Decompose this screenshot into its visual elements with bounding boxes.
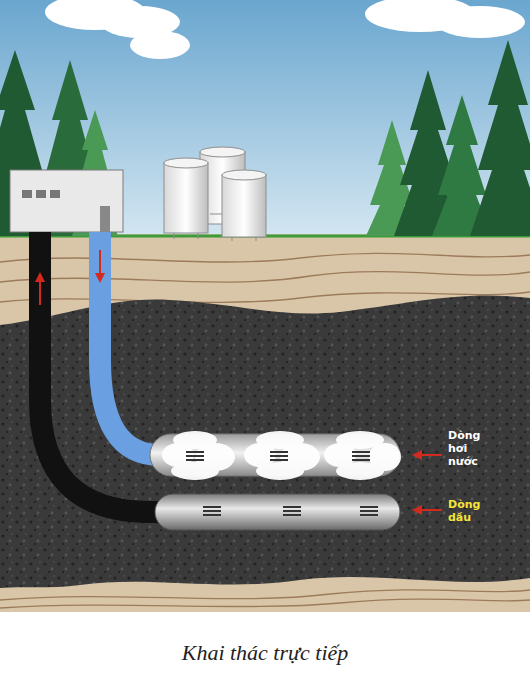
trees <box>0 40 530 236</box>
flow-label: Dòng dầu <box>448 498 492 524</box>
storage-tanks <box>164 147 266 241</box>
flow-label: Dòng hơi nước <box>448 429 492 468</box>
injection-well <box>100 232 160 455</box>
plant-building <box>10 170 123 232</box>
clouds <box>45 0 525 59</box>
rock-layer <box>0 296 530 588</box>
caption: Khai thác trực tiếp <box>0 640 530 666</box>
production-well <box>40 232 165 512</box>
ground <box>0 234 530 612</box>
oil-pipe <box>155 494 400 530</box>
steam-pipe <box>150 431 401 480</box>
strata-lines <box>0 253 530 608</box>
flow-arrows <box>35 250 442 515</box>
sky <box>0 0 530 236</box>
